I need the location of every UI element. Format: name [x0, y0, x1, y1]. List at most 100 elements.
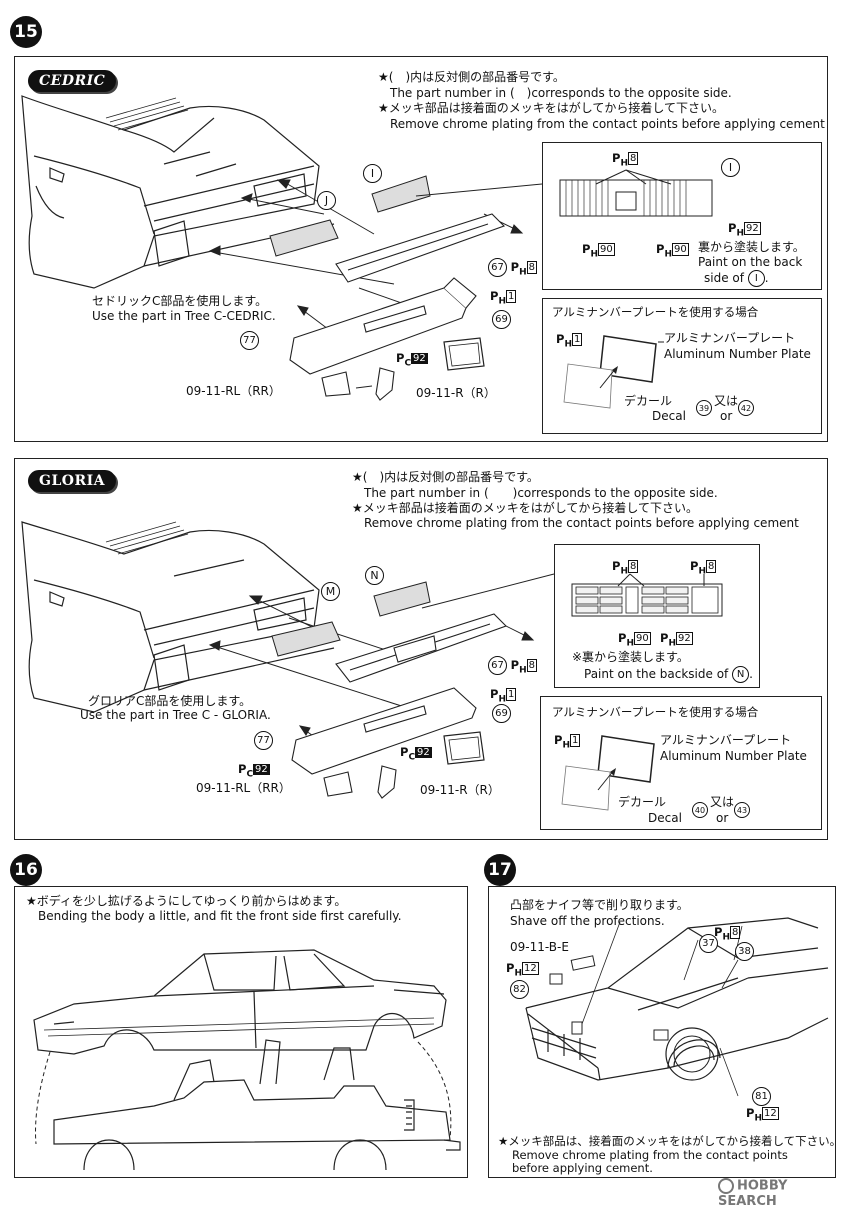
cedric-decal-mid-jp: 又は: [714, 394, 739, 408]
cedric-detail-I: I: [721, 158, 740, 177]
gloria-detail-ph8b-num: 8: [705, 560, 717, 573]
cedric-detail-grille: [559, 169, 713, 217]
gloria-badge: GLORIA: [28, 470, 117, 492]
cedric-note1-en: The part number in ( )corresponds to the…: [390, 86, 732, 100]
gloria-pc92a-num: 92: [415, 747, 432, 758]
step17-ph12b-num: 12: [761, 1107, 779, 1120]
gloria-decal-a: 40: [692, 802, 708, 818]
cedric-paint-en2-text: side of: [704, 271, 744, 285]
gloria-plate-part: [443, 731, 485, 765]
cedric-decal-jp: デカール: [624, 394, 673, 408]
cedric-detail-leader: [415, 183, 543, 197]
gloria-alu-box: [540, 696, 822, 830]
gloria-grille-part-number: 67: [488, 656, 507, 675]
cedric-left-part: 09-11-RL（RR）: [186, 384, 281, 398]
gloria-tree-en: Use the part in Tree C - GLORIA.: [80, 708, 271, 722]
step17-ph12a-num: 12: [521, 962, 539, 975]
step16-panel: [14, 886, 468, 1178]
gloria-alu-ph1-num: 1: [569, 734, 581, 747]
cedric-alu-jp: アルミナンバープレート: [664, 331, 796, 345]
step17-note2-jp: ★メッキ部品は、接着面のメッキをはがしてから接着して下さい。: [498, 1134, 842, 1148]
cedric-tree-jp: セドリックC部品を使用します。: [92, 294, 268, 308]
gloria-note1-jp: ★( )内は反対側の部品番号です。: [352, 470, 539, 484]
step17-car-front-drawing: [525, 917, 829, 1097]
cedric-note1-jp: ★( )内は反対側の部品番号です。: [378, 70, 565, 84]
gloria-tree-jp: グロリアC部品を使用します。: [88, 694, 252, 708]
step17-part-be: 09-11-B-E: [510, 940, 569, 954]
gloria-note2-jp: ★メッキ部品は接着面のメッキをはがしてから接着して下さい。: [352, 501, 699, 515]
step17-num38: 38: [735, 942, 754, 961]
cedric-detail-box: [542, 142, 822, 290]
step17-note2-en1: Remove chrome plating from the contact p…: [512, 1148, 788, 1162]
cedric-alu-ph1-num: 1: [571, 333, 583, 346]
gloria-detail-ph92-num: 92: [675, 632, 693, 645]
gloria-panel: [14, 458, 828, 840]
gloria-paint-en-text: Paint on the backside of: [584, 667, 729, 681]
gloria-part-N-marker: N: [365, 566, 384, 585]
cedric-paint-en2: side of I.: [704, 270, 769, 287]
gloria-note2-en: Remove chrome plating from the contact p…: [364, 516, 799, 530]
cedric-pc92-num: 92: [411, 353, 428, 364]
step17-note2-en2: before applying cement.: [512, 1161, 653, 1175]
cedric-alu-box: [542, 298, 822, 434]
gloria-paint-ref: N: [732, 666, 750, 683]
gloria-left-part: 09-11-RL（RR）: [196, 781, 291, 795]
cedric-right-part: 09-11-R（R）: [416, 386, 496, 400]
gloria-alu-title: アルミナンバープレートを使用する場合: [552, 705, 759, 719]
gloria-car-rear-drawing: [21, 521, 535, 775]
cedric-note2-jp: ★メッキ部品は接着面のメッキをはがしてから接着して下さい。: [378, 101, 725, 115]
cedric-decal-en: Decal: [652, 409, 686, 423]
gloria-detail-box: [554, 544, 760, 688]
gloria-detail-ph8a-num: 8: [627, 560, 639, 573]
cedric-grille-ph: 8: [526, 261, 538, 274]
cedric-part-I-marker: I: [363, 164, 382, 183]
gloria-alu-plate-drawing: [561, 735, 655, 811]
step17-note1-jp: 凸部をナイフ等で削り取ります。: [510, 898, 689, 912]
gloria-alu-jp: アルミナンバープレート: [660, 733, 792, 747]
gloria-detail-leader: [421, 573, 555, 609]
cedric-grille-part-number: 67: [488, 258, 507, 277]
cedric-note2-en: Remove chrome plating from the contact p…: [390, 117, 825, 131]
step16-note-en: Bending the body a little, and fit the f…: [38, 909, 402, 923]
cedric-paint-en1: Paint on the back: [698, 255, 803, 269]
step-number-15: 15: [10, 16, 42, 48]
gloria-decal-en: Decal: [648, 811, 682, 825]
cedric-car-rear-drawing: [21, 95, 524, 375]
cedric-part-J-marker: J: [317, 191, 336, 210]
cedric-detail-ph92-num: 92: [743, 222, 761, 235]
gloria-pc92b-num: 92: [253, 764, 270, 775]
cedric-paint-jp: 裏から塗装します。: [698, 240, 805, 254]
gloria-alu-en: Aluminum Number Plate: [660, 749, 807, 763]
step17-num37: 37: [699, 934, 718, 953]
gloria-side-pieces: [323, 765, 397, 799]
step-number-17: 17: [484, 854, 516, 886]
gloria-decal-mid-jp: 又は: [710, 795, 735, 809]
cedric-decal-b: 42: [738, 400, 754, 416]
cedric-badge: CEDRIC: [28, 70, 117, 92]
gloria-paint-en: Paint on the backside of N.: [584, 666, 753, 683]
cedric-tree-en: Use the part in Tree C-CEDRIC.: [92, 309, 276, 323]
gloria-decal-b: 43: [734, 802, 750, 818]
watermark-logo-icon: [718, 1178, 734, 1194]
cedric-decal-mid-en: or: [720, 409, 733, 423]
cedric-paint-ref: I: [747, 270, 765, 287]
cedric-alu-plate-drawing: [563, 335, 664, 409]
gloria-bumper-number: 77: [254, 731, 273, 750]
cedric-side-pieces: [321, 367, 395, 401]
